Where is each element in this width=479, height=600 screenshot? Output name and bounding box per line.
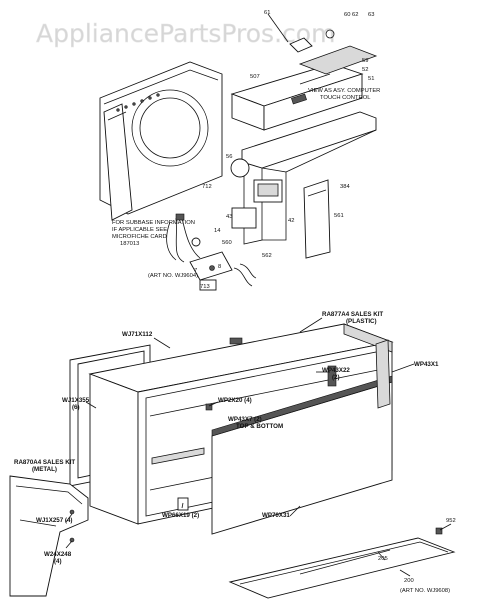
callout-200: 200 bbox=[404, 578, 414, 584]
part-label-w24x248-qty: (4) bbox=[54, 558, 62, 565]
callout-8: 8 bbox=[218, 264, 221, 270]
callout-62: 62 bbox=[352, 12, 358, 18]
subbase-note-line-2: IF APPLICABLE SEE bbox=[112, 227, 167, 233]
callout-952: 952 bbox=[446, 518, 456, 524]
callout-7: 7 bbox=[194, 268, 197, 274]
callout-713: 713 bbox=[200, 284, 210, 290]
part-label-wp43x22-qty: (2) bbox=[332, 374, 340, 381]
callout-205: 205 bbox=[378, 556, 388, 562]
part-label-wj1x355-qty: (6) bbox=[72, 404, 80, 411]
callout-52: 52 bbox=[362, 67, 368, 73]
callout-56: 56 bbox=[226, 154, 232, 160]
subbase-note: FOR SUBBASE INFORMATION IF APPLICABLE SE… bbox=[112, 220, 195, 247]
callout-43: 43 bbox=[226, 214, 232, 220]
watermark-text: AppliancePartsPros.com bbox=[36, 19, 335, 48]
callout-561: 561 bbox=[334, 213, 344, 219]
subbase-note-line-4: 187013 bbox=[120, 241, 139, 247]
callout-14: 14 bbox=[214, 228, 221, 234]
callout-51: 51 bbox=[368, 76, 374, 82]
base-pan-part bbox=[228, 527, 456, 599]
subbase-note-line-1: FOR SUBBASE INFORMATION bbox=[112, 220, 195, 226]
part-label-wp43x7: WP43X7 (2) bbox=[228, 416, 262, 423]
callout-507: 507 bbox=[250, 74, 260, 80]
part-label-wj1x257: WJ1X257 (4) bbox=[36, 517, 72, 524]
computer-note-line-1: VIEW AS ASY. COMPUTER bbox=[308, 88, 380, 94]
metal-sales-kit-part bbox=[9, 475, 89, 597]
part-label-wp43x22: WP43X22 bbox=[322, 367, 350, 374]
metal-kit-type: (METAL) bbox=[32, 466, 57, 473]
callout-562: 562 bbox=[262, 253, 272, 259]
callout-712: 712 bbox=[202, 184, 212, 190]
metal-kit-label: RA870A4 SALES KIT bbox=[14, 459, 75, 466]
part-label-wj1x355: WJ1X355 bbox=[62, 397, 90, 404]
part-label-wp70x31: WP70X31 bbox=[262, 512, 290, 519]
callout-63: 63 bbox=[368, 12, 374, 18]
callout-42: 42 bbox=[288, 218, 294, 224]
plastic-kit-label: RA877A4 SALES KIT bbox=[322, 311, 383, 318]
leader-lines bbox=[65, 13, 452, 577]
part-label-wp2x20: WP2X20 (4) bbox=[218, 397, 252, 404]
wall-sleeve-cabinet bbox=[69, 323, 394, 535]
callout-59: 59 bbox=[362, 58, 368, 64]
part-label-wj71x112: WJ71X112 bbox=[122, 331, 153, 338]
subbase-note-line-3: MICROFICHE CARD bbox=[112, 234, 167, 240]
art-number-top: (ART NO. WJ9604) bbox=[148, 273, 198, 279]
callout-61: 61 bbox=[264, 10, 270, 16]
art-number-bottom: (ART NO. WJ9608) bbox=[400, 588, 450, 594]
computer-note-line-2: TOUCH CONTROL bbox=[320, 95, 371, 101]
part-label-wp43x1: WP43X1 bbox=[414, 361, 439, 368]
upper-chassis-assembly bbox=[99, 29, 378, 291]
part-label-wp43x7-note: TOP & BOTTOM bbox=[236, 423, 283, 430]
callout-60: 60 bbox=[344, 12, 350, 18]
callout-560: 560 bbox=[222, 240, 232, 246]
callout-384: 384 bbox=[340, 184, 350, 190]
part-label-w24x248: W24X248 bbox=[44, 551, 72, 558]
part-label-wp66x19: WP66X19 (2) bbox=[162, 512, 199, 519]
plastic-kit-type: (PLASTIC) bbox=[346, 318, 377, 325]
